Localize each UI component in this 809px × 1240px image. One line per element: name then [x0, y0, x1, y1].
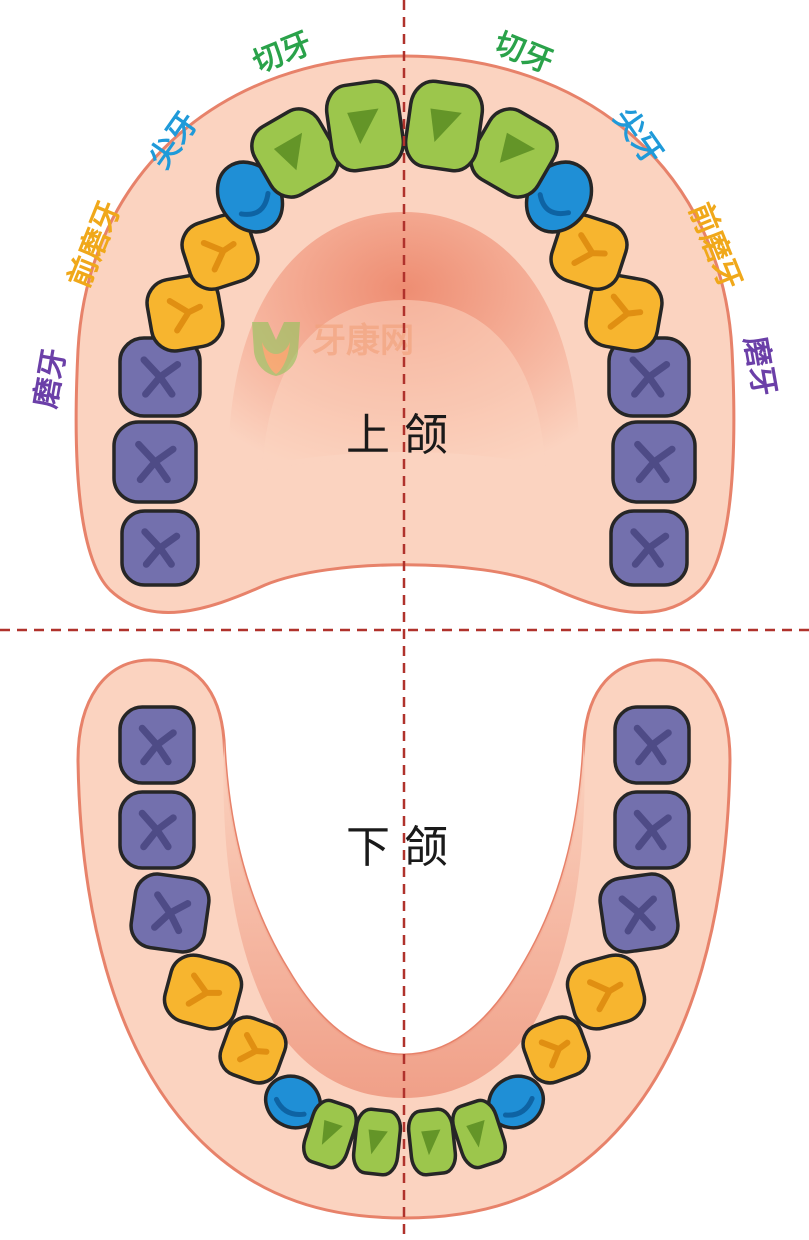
upper-left-incisor-7 — [250, 107, 340, 199]
lower-right-molar-3 — [598, 872, 680, 954]
upper-jaw — [74, 54, 736, 614]
lower-right-premolar-4 — [565, 953, 647, 1031]
upper-right-molar-3 — [607, 336, 691, 418]
lower-left-premolar-5 — [218, 1015, 288, 1085]
lower-left-molar-2 — [118, 790, 196, 870]
upper-left-molar-2 — [112, 420, 198, 504]
lower-right-incisor-7 — [451, 1098, 507, 1170]
lower-right-premolar-5 — [521, 1015, 591, 1085]
lower-jaw — [76, 658, 732, 1220]
upper-right-molar-1 — [609, 509, 689, 587]
upper-left-premolar-5 — [180, 213, 260, 291]
upper-palate-inner — [262, 300, 546, 470]
lower-inner-ridge — [223, 740, 585, 1098]
lower-right-incisor-8 — [406, 1107, 458, 1177]
upper-right-premolar-4 — [584, 273, 664, 353]
upper-right-incisor-8 — [403, 79, 485, 173]
upper-right-incisor-7 — [469, 107, 559, 199]
lower-teeth — [118, 705, 691, 1177]
upper-right-molar-2 — [611, 420, 697, 504]
lower-left-molar-1 — [118, 705, 196, 785]
lower-right-molar-1 — [613, 705, 691, 785]
upper-left-molar-1 — [120, 509, 200, 587]
upper-right-premolar-5 — [549, 213, 629, 291]
upper-teeth — [112, 79, 697, 587]
lower-left-molar-3 — [129, 872, 211, 954]
lower-left-premolar-4 — [162, 953, 244, 1031]
upper-left-incisor-8 — [324, 79, 406, 173]
watermark-logo-icon — [252, 322, 300, 376]
lower-right-molar-2 — [613, 790, 691, 870]
upper-jaw-label: 上颌 — [346, 410, 462, 461]
lower-jaw-label: 下颌 — [346, 822, 462, 873]
watermark: 牙康网 — [252, 321, 414, 376]
label-molar-right: 磨牙 — [737, 334, 782, 399]
lower-left-incisor-7 — [302, 1098, 358, 1170]
watermark-text: 牙康网 — [312, 321, 414, 361]
lower-left-incisor-8 — [351, 1107, 403, 1177]
label-molar-left: 磨牙 — [28, 346, 73, 411]
upper-left-premolar-4 — [145, 273, 225, 353]
